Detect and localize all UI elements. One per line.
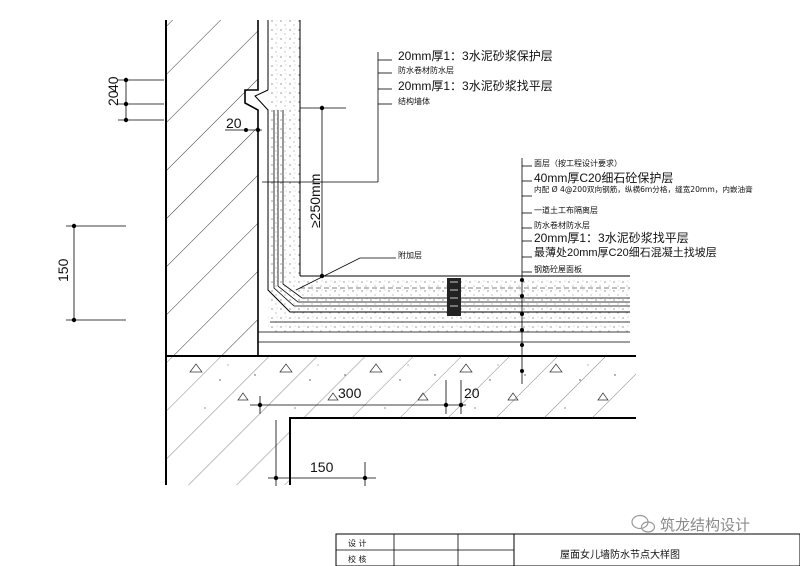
plaster-layer: [268, 20, 630, 332]
title-block-checker: 校 核: [348, 555, 367, 564]
title-block-designer: 设 计: [348, 539, 367, 548]
annotation-slope-layer: 最薄处20mm厚C20细石混凝土找坡层: [534, 247, 717, 259]
dimension-40: 40: [105, 76, 121, 92]
annotation-membrane-2: 防水卷材防水层: [534, 221, 590, 230]
joint-sealant: [447, 278, 461, 316]
title-block-title: 屋面女儿墙防水节点大样图: [560, 550, 680, 561]
annotation-rebar: 内配 Ø 4@200双向钢筋，纵横6m分格，缝宽20mm，内嵌油膏: [534, 185, 753, 194]
annotation-screed: 20mm厚1：3水泥砂浆找平层: [398, 79, 553, 93]
dimension-300: 300: [338, 385, 362, 401]
annotation-c20-protect: 40mm厚C20细石砼保护层: [534, 171, 674, 185]
annotation-membrane: 防水卷材防水层: [398, 66, 454, 75]
dimension-20: 20: [105, 90, 121, 106]
dimension-150-bottom: 150: [310, 459, 334, 475]
annotation-extra-layer: 附加层: [398, 251, 422, 260]
annotation-geotextile: 一道土工布隔离层: [534, 206, 598, 215]
dimension-20-bottom: 20: [464, 385, 480, 401]
title-block: [335, 533, 800, 566]
annotation-protective-mortar: 20mm厚1：3水泥砂浆保护层: [398, 49, 553, 63]
watermark: 筑龙结构设计: [660, 516, 751, 534]
dimension-150-left: 150: [55, 258, 71, 282]
annotation-surface: 面层（按工程设计要求）: [534, 159, 622, 168]
annotation-roof-slab: 钢筋砼屋面板: [534, 265, 582, 274]
dimension-20-horizontal: 20: [226, 115, 242, 131]
annotation-structural-wall: 结构墙体: [398, 97, 430, 106]
dimension-250: ≥250mm: [307, 173, 323, 228]
annotation-screed-2: 20mm厚1：3水泥砂浆找平层: [534, 231, 689, 245]
wechat-logo-icon: [631, 514, 656, 533]
parapet-wall: [166, 20, 258, 356]
